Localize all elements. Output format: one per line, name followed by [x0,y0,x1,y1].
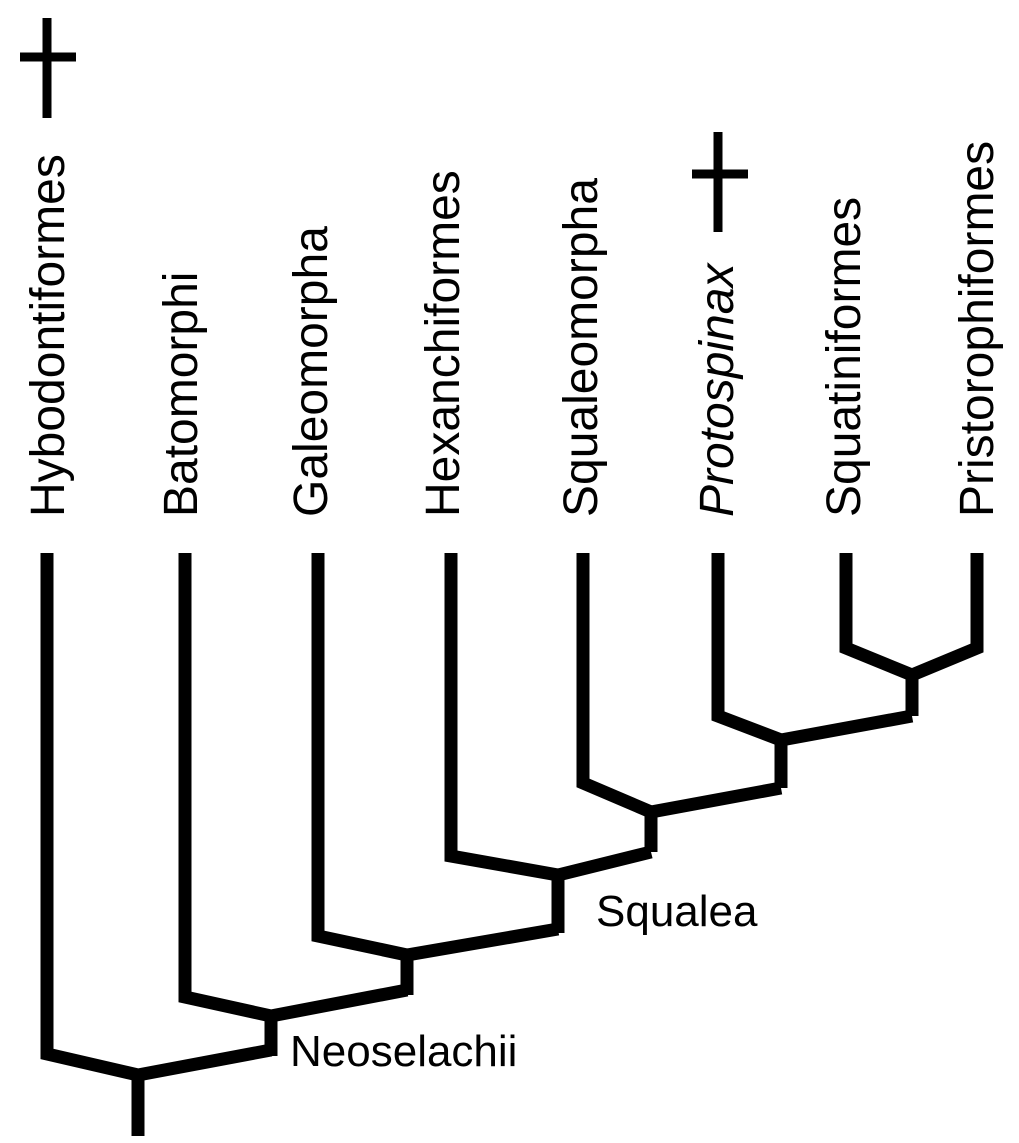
branch-galeomorpha [311,553,560,962]
branch-squaleomorpha [576,553,783,819]
clade-label-squalea: Squalea [596,887,758,936]
taxon-label-hybodontiformes: Hybodontiformes [22,154,75,517]
taxon-label-squaleomorpha: Squaleomorpha [555,178,608,517]
branch-hexanchiformes [444,553,653,882]
branch-hybodontiformes [40,553,273,1082]
tree-branches [40,553,984,1136]
dagger-icon [20,18,76,118]
taxon-label-hexanchiformes: Hexanchiformes [417,170,470,517]
taxon-label-protospinax: Protospinax [691,262,744,517]
taxon-label-galeomorpha: Galeomorpha [285,226,338,517]
branch-batomorphi [178,553,409,1023]
clade-label-neoselachii: Neoselachii [290,1027,517,1076]
taxon-label-batomorphi: Batomorphi [155,272,208,517]
branch-pristorophiformes [909,553,984,682]
branch-protospinax [711,553,914,747]
taxon-label-squatiniformes: Squatiniformes [818,197,871,517]
dagger-icon [692,132,748,232]
branch-squatiniformes [839,553,915,682]
taxon-label-pristorophiformes: Pristorophiformes [951,141,1004,517]
